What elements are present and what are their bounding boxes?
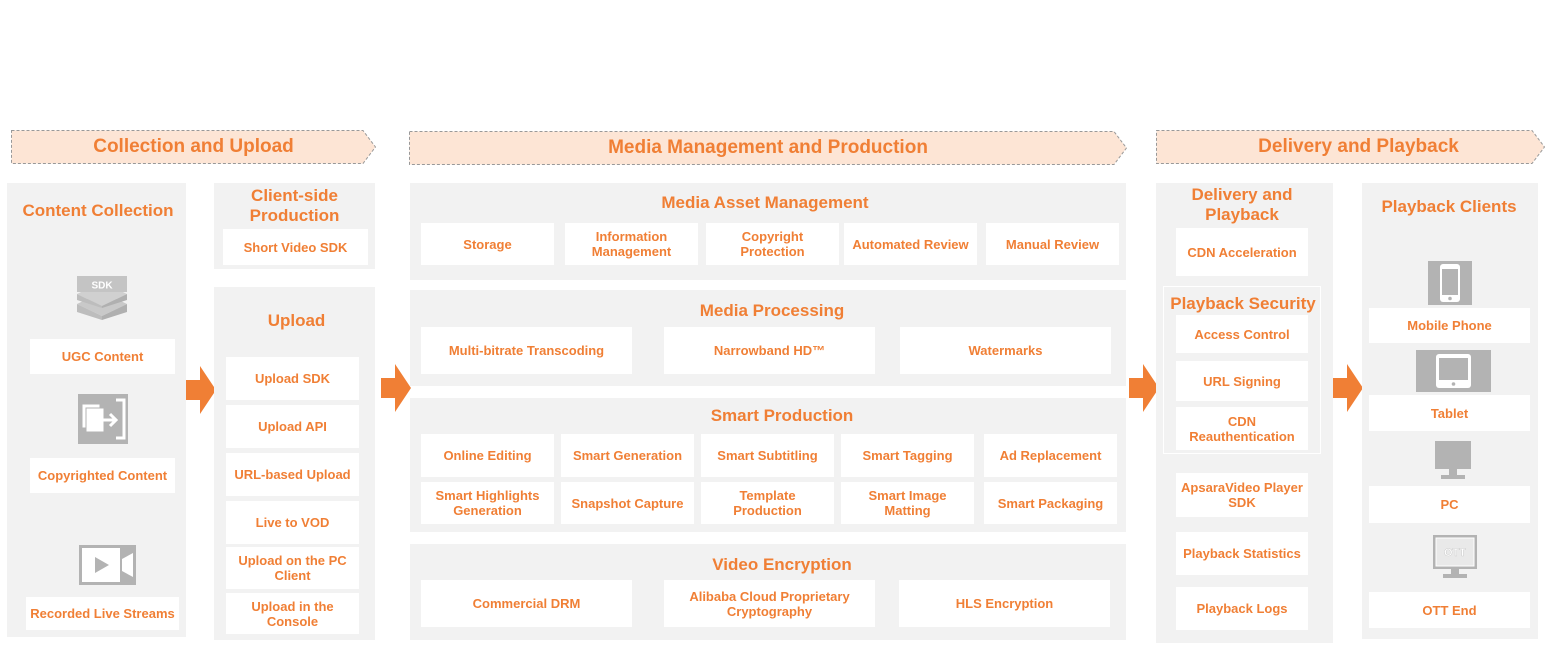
stage-banner-media: Media Management and Production [409, 131, 1127, 165]
media-asset-item: Automated Review [844, 223, 977, 265]
tablet-icon [1416, 350, 1491, 392]
smart-production-item: Smart Generation [561, 434, 694, 477]
cdn-acceleration-box: CDN Acceleration [1176, 228, 1308, 276]
upload-item: Upload API [226, 405, 359, 448]
flow-arrow-icon [1129, 364, 1159, 412]
ott-end-box: OTT End [1369, 592, 1530, 628]
playback-statistics-box: Playback Statistics [1176, 532, 1308, 575]
smart-production-item: Smart Image Matting [841, 482, 974, 524]
video-encryption-item: Commercial DRM [421, 580, 632, 627]
smart-production-item: Ad Replacement [984, 434, 1117, 477]
upload-title: Upload [267, 311, 326, 330]
smart-production-item: Smart Subtitling [701, 434, 834, 477]
stage-title-media: Media Management and Production [608, 137, 928, 158]
smart-production-item: Smart Packaging [984, 482, 1117, 524]
upload-item: URL-based Upload [226, 453, 359, 496]
short-video-sdk-box: Short Video SDK [223, 229, 368, 265]
stage-title-collection: Collection and Upload [93, 136, 294, 157]
media-asset-item: Manual Review [986, 223, 1119, 265]
pc-icon [1435, 441, 1471, 481]
upload-item: Live to VOD [226, 501, 359, 544]
smart-production-item: Snapshot Capture [561, 482, 694, 524]
media-processing-title: Media Processing [699, 301, 845, 320]
media-processing-item: Multi-bitrate Transcoding [421, 327, 632, 374]
mobile-phone-box: Mobile Phone [1369, 308, 1530, 343]
pc-box: PC [1369, 486, 1530, 523]
playback-security-item: Access Control [1176, 315, 1308, 353]
playback-security-title: Playback Security [1170, 294, 1316, 313]
playback-security-item: URL Signing [1176, 361, 1308, 401]
video-encryption-item: Alibaba Cloud Proprietary Cryptography [664, 580, 875, 627]
media-asset-item: Storage [421, 223, 554, 265]
ott-icon: OTT [1433, 535, 1477, 579]
video-encryption-title: Video Encryption [712, 555, 852, 574]
import-document-icon [78, 394, 128, 444]
smart-production-item: Smart Highlights Generation [421, 482, 554, 524]
ott-icon-label: OTT [1444, 547, 1466, 559]
flow-arrow-icon [381, 364, 411, 412]
media-asset-item: Information Management [565, 223, 698, 265]
video-encryption-item: HLS Encryption [899, 580, 1110, 627]
mobile-phone-icon [1428, 261, 1472, 305]
flow-arrow-icon [1333, 364, 1363, 412]
tablet-box: Tablet [1369, 395, 1530, 431]
player-sdk-box: ApsaraVideo Player SDK [1176, 473, 1308, 517]
playback-security-group [1163, 286, 1321, 454]
media-processing-item: Watermarks [900, 327, 1111, 374]
playback-logs-box: Playback Logs [1176, 587, 1308, 630]
playback-clients-title: Playback Clients [1381, 197, 1517, 216]
smart-production-item: Template Production [701, 482, 834, 524]
client-side-production-title: Client-side Production [249, 186, 340, 225]
flow-arrow-icon [186, 366, 216, 414]
sdk-icon-label: SDK [91, 281, 113, 292]
smart-production-item: Smart Tagging [841, 434, 974, 477]
playback-security-item: CDN Reauthentication [1176, 407, 1308, 450]
sdk-icon: SDK [77, 274, 127, 320]
media-asset-item: Copyright Protection [706, 223, 839, 265]
upload-item: Upload on the PC Client [226, 547, 359, 589]
video-recording-icon [79, 545, 136, 585]
delivery-playback-title: Delivery and Playback [1191, 185, 1293, 224]
media-asset-management-title: Media Asset Management [661, 193, 869, 212]
media-processing-item: Narrowband HD™ [664, 327, 875, 374]
content-collection-title: Content Collection [22, 201, 174, 220]
stage-banner-collection: Collection and Upload [11, 130, 376, 164]
smart-production-item: Online Editing [421, 434, 554, 477]
stage-banner-delivery: Delivery and Playback [1156, 130, 1545, 164]
smart-production-title: Smart Production [710, 406, 854, 425]
ugc-content-box: UGC Content [30, 339, 175, 374]
stage-title-delivery: Delivery and Playback [1258, 136, 1459, 157]
upload-item: Upload in the Console [226, 593, 359, 634]
copyrighted-content-box: Copyrighted Content [30, 458, 175, 493]
recorded-live-streams-box: Recorded Live Streams [26, 597, 179, 630]
upload-item: Upload SDK [226, 357, 359, 400]
